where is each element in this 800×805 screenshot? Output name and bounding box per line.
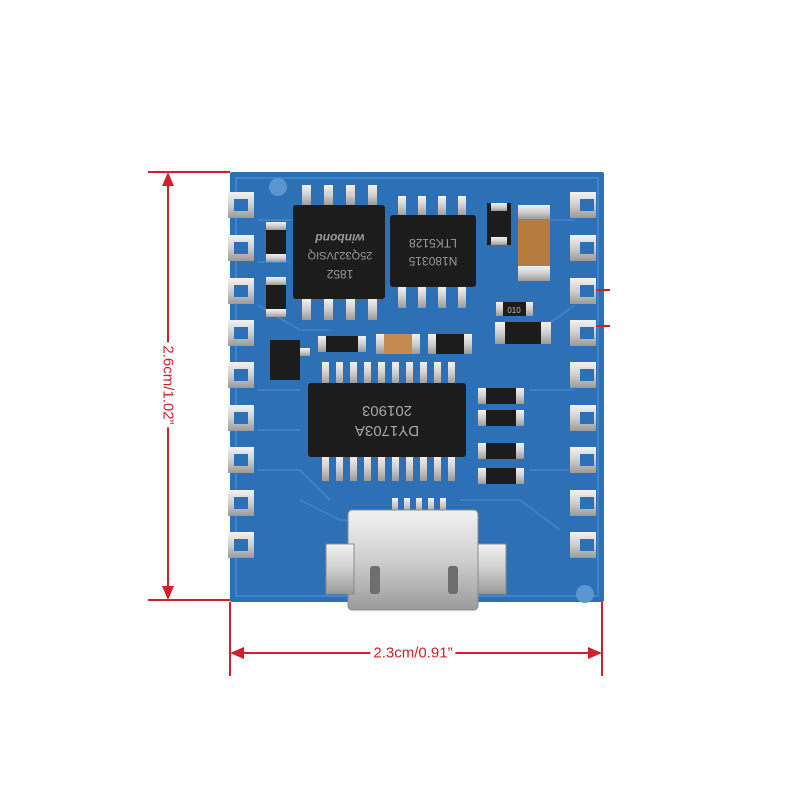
resistor [478, 443, 524, 459]
arrow-down-icon [162, 586, 174, 600]
pad [570, 192, 596, 218]
amp-chip: N180315 LTK5128 [390, 196, 476, 308]
smd-components-left [266, 222, 310, 380]
amp-line-1: LTK5128 [409, 236, 457, 250]
pad [228, 405, 254, 431]
pad [570, 278, 596, 304]
main-line-2: 201903 [362, 402, 412, 419]
flash-part: 25Q32JVSIQ [307, 249, 372, 261]
height-dimension-label: 2.6cm/1.02” [159, 342, 177, 428]
width-dimension-label: 2.3cm/0.91” [370, 644, 456, 662]
pad [228, 532, 254, 558]
pad [228, 278, 254, 304]
pad [570, 235, 596, 261]
pad [228, 490, 254, 516]
micro-usb-connector [325, 498, 507, 611]
pad [228, 362, 254, 388]
transistor [270, 340, 300, 380]
pad [228, 320, 254, 346]
pad [570, 362, 596, 388]
resistor [478, 468, 524, 484]
arrow-right-icon [588, 647, 602, 659]
arrow-up-icon [162, 172, 174, 186]
resistor [478, 388, 524, 404]
pad [570, 405, 596, 431]
pad [570, 320, 596, 346]
arrow-left-icon [230, 647, 244, 659]
flash-brand: winbond [315, 231, 365, 245]
resistor [478, 410, 524, 426]
flash-code: 1852 [326, 267, 353, 281]
pad [570, 447, 596, 473]
smd-components-middle [318, 334, 472, 354]
mounting-hole [269, 178, 287, 196]
amp-line-2: N180315 [408, 254, 457, 268]
ceramic-capacitor [376, 334, 420, 354]
pad [228, 447, 254, 473]
main-line-1: DY1703A [355, 422, 419, 439]
mounting-hole [576, 585, 594, 603]
pad [570, 490, 596, 516]
pad [570, 532, 596, 558]
tantalum-capacitor [518, 205, 550, 281]
right-pads [570, 192, 596, 558]
main-chip: DY1703A 201903 [308, 362, 466, 481]
resistor-stack [478, 388, 524, 484]
left-pads [228, 192, 254, 558]
smd-components-top-right: 010 [487, 203, 551, 344]
flash-chip: 1852 25Q32JVSIQ winbond [293, 185, 385, 320]
cap-code: 010 [507, 306, 521, 315]
pad [228, 192, 254, 218]
pad [228, 235, 254, 261]
